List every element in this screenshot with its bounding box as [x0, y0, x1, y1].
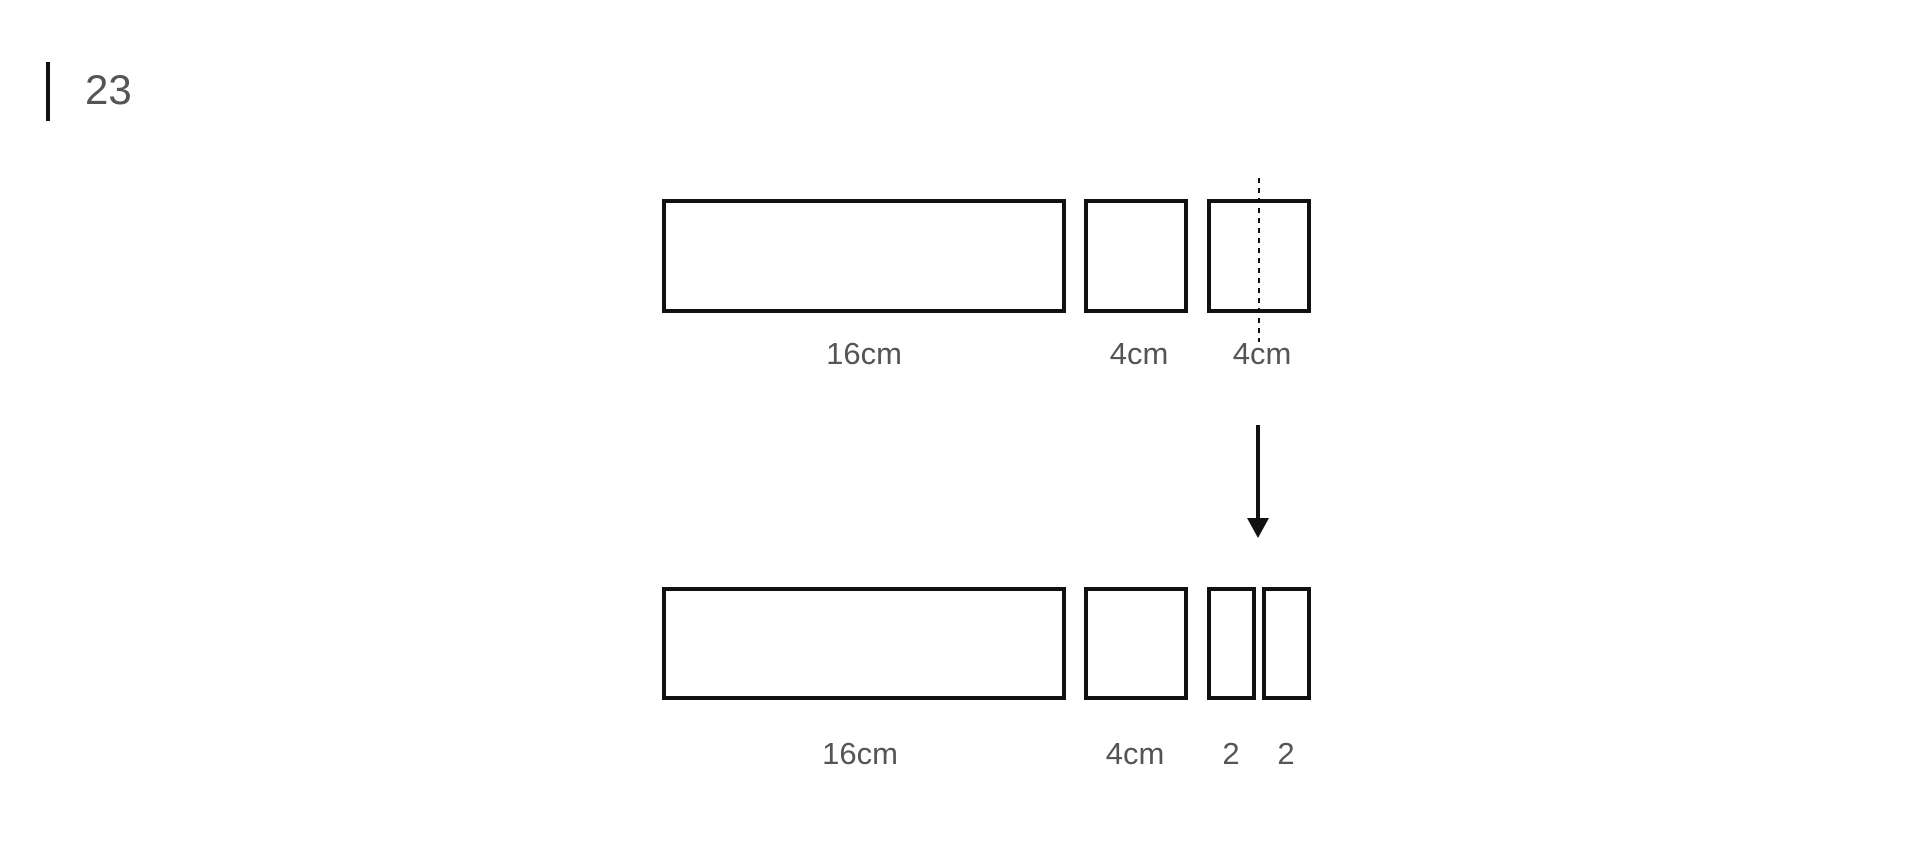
bottom-segment-16cm [662, 587, 1066, 700]
down-arrow [1247, 425, 1269, 538]
top-label-4cm-second: 4cm [1233, 336, 1292, 371]
bottom-label-2-second: 2 [1277, 736, 1294, 771]
bottom-label-2-first: 2 [1222, 736, 1239, 771]
bottom-segment-2-second [1262, 587, 1311, 700]
top-segment-4cm-second [1207, 199, 1311, 313]
bottom-segment-4cm [1084, 587, 1188, 700]
problem-number: 23 [85, 66, 132, 113]
down-arrow-head [1247, 518, 1269, 538]
top-segment-16cm [662, 199, 1066, 313]
top-label-4cm-first: 4cm [1110, 336, 1169, 371]
bottom-row: 16cm 4cm 2 2 [662, 587, 1311, 771]
bottom-label-4cm: 4cm [1106, 736, 1165, 771]
top-row: 16cm 4cm 4cm [662, 178, 1311, 371]
problem-header: 23 [0, 0, 300, 140]
header-accent-bar [46, 62, 50, 121]
bottom-label-16cm: 16cm [822, 736, 898, 771]
bottom-segment-2-first [1207, 587, 1256, 700]
top-label-16cm: 16cm [826, 336, 902, 371]
top-segment-4cm-first [1084, 199, 1188, 313]
